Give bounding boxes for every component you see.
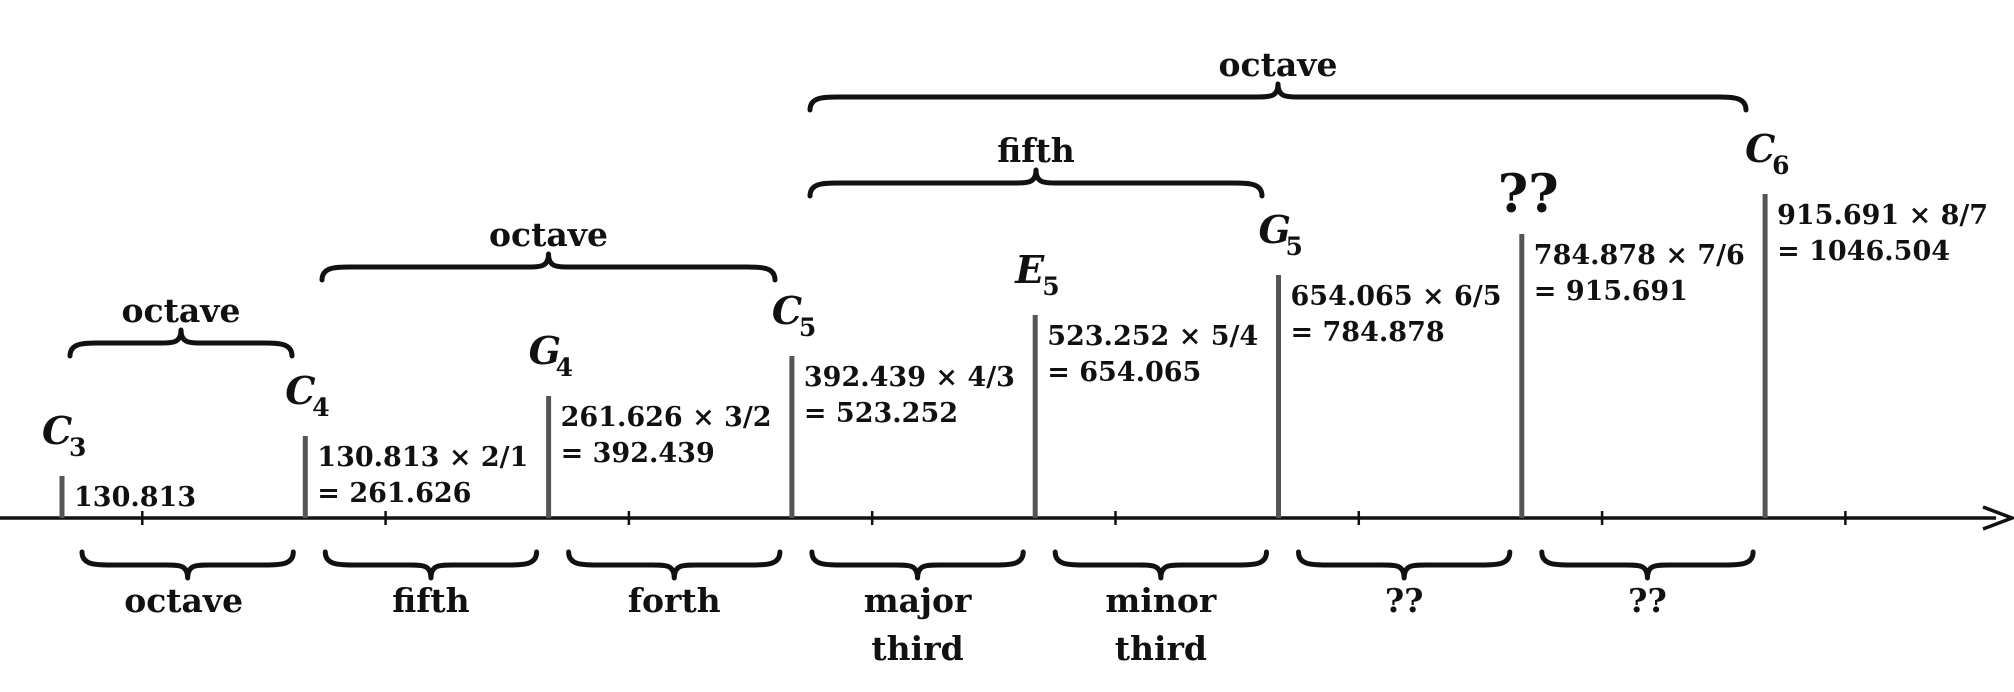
- upper-interval-label: fifth: [997, 131, 1074, 170]
- note-octave-subscript: 4: [312, 393, 329, 422]
- lower-interval-brace: [809, 549, 1026, 581]
- lower-interval-label: third: [871, 629, 963, 668]
- frequency-calculation: = 523.252: [804, 398, 958, 429]
- note-octave-subscript: 3: [69, 433, 86, 462]
- note-name: C: [772, 288, 802, 333]
- frequency-calculation: 523.252 × 5/4: [1047, 321, 1258, 352]
- note-name: C: [1745, 126, 1775, 171]
- lower-interval-brace: [322, 549, 540, 581]
- lower-interval-brace: [1539, 549, 1756, 581]
- axis-arrowhead: [1982, 505, 2014, 531]
- note-octave-subscript: 6: [1772, 151, 1789, 180]
- note-octave-subscript: 4: [556, 353, 573, 382]
- note-stems: [59, 194, 1768, 518]
- upper-interval-label: octave: [1219, 45, 1338, 84]
- note-octave-subscript: 5: [799, 313, 816, 342]
- lower-interval-label: major: [864, 581, 972, 620]
- lower-interval-label: minor: [1105, 581, 1216, 620]
- lower-interval-brace: [1052, 549, 1269, 581]
- lower-interval-label: fifth: [392, 581, 469, 620]
- frequency-calculation: = 392.439: [561, 438, 715, 469]
- lower-interval-brace: [1296, 549, 1513, 581]
- lower-interval-brace: [79, 549, 296, 581]
- axis-ticks: [141, 511, 1847, 525]
- upper-interval-brace: [67, 327, 295, 359]
- frequency-calculation: = 654.065: [1047, 357, 1201, 388]
- frequency-calculation: 261.626 × 3/2: [561, 402, 772, 433]
- frequency-calculation: 784.878 × 7/6: [1534, 240, 1745, 271]
- note-name: E: [1014, 247, 1045, 292]
- lower-interval-label: third: [1115, 629, 1207, 668]
- lower-interval-brace: [566, 549, 783, 581]
- upper-interval-brace: [807, 167, 1265, 199]
- unknown-note-name: ??: [1498, 164, 1559, 225]
- frequency-calculation: = 1046.504: [1777, 236, 1950, 267]
- frequency-calculation: = 915.691: [1534, 276, 1688, 307]
- frequency-calculation: 130.813 × 2/1: [317, 442, 528, 473]
- note-name: C: [42, 408, 72, 453]
- frequency-calculation: 915.691 × 8/7: [1777, 200, 1988, 231]
- frequency-calculation: = 261.626: [317, 478, 471, 509]
- lower-interval-label: ??: [1628, 581, 1667, 620]
- lower-interval-label: forth: [628, 581, 721, 620]
- upper-interval-brace: [807, 81, 1749, 113]
- upper-interval-brace: [319, 251, 778, 283]
- frequency-calculation: 130.813: [74, 482, 196, 513]
- lower-interval-label: octave: [124, 581, 243, 620]
- frequency-calculation: = 784.878: [1291, 317, 1445, 348]
- note-octave-subscript: 5: [1042, 272, 1059, 301]
- note-octave-subscript: 5: [1286, 232, 1303, 261]
- frequency-calculation: 654.065 × 6/5: [1291, 281, 1502, 312]
- note-name: G: [529, 328, 561, 373]
- lower-interval-braces: octave fifth forth major third minor third????: [79, 549, 1756, 668]
- note-name: G: [1259, 207, 1291, 252]
- lower-interval-label: ??: [1385, 581, 1424, 620]
- upper-interval-label: octave: [122, 291, 241, 330]
- frequency-calculation: 392.439 × 4/3: [804, 362, 1015, 393]
- upper-interval-braces: octave octave fifth octave: [67, 45, 1749, 359]
- upper-interval-label: octave: [489, 215, 608, 254]
- note-name: C: [285, 368, 315, 413]
